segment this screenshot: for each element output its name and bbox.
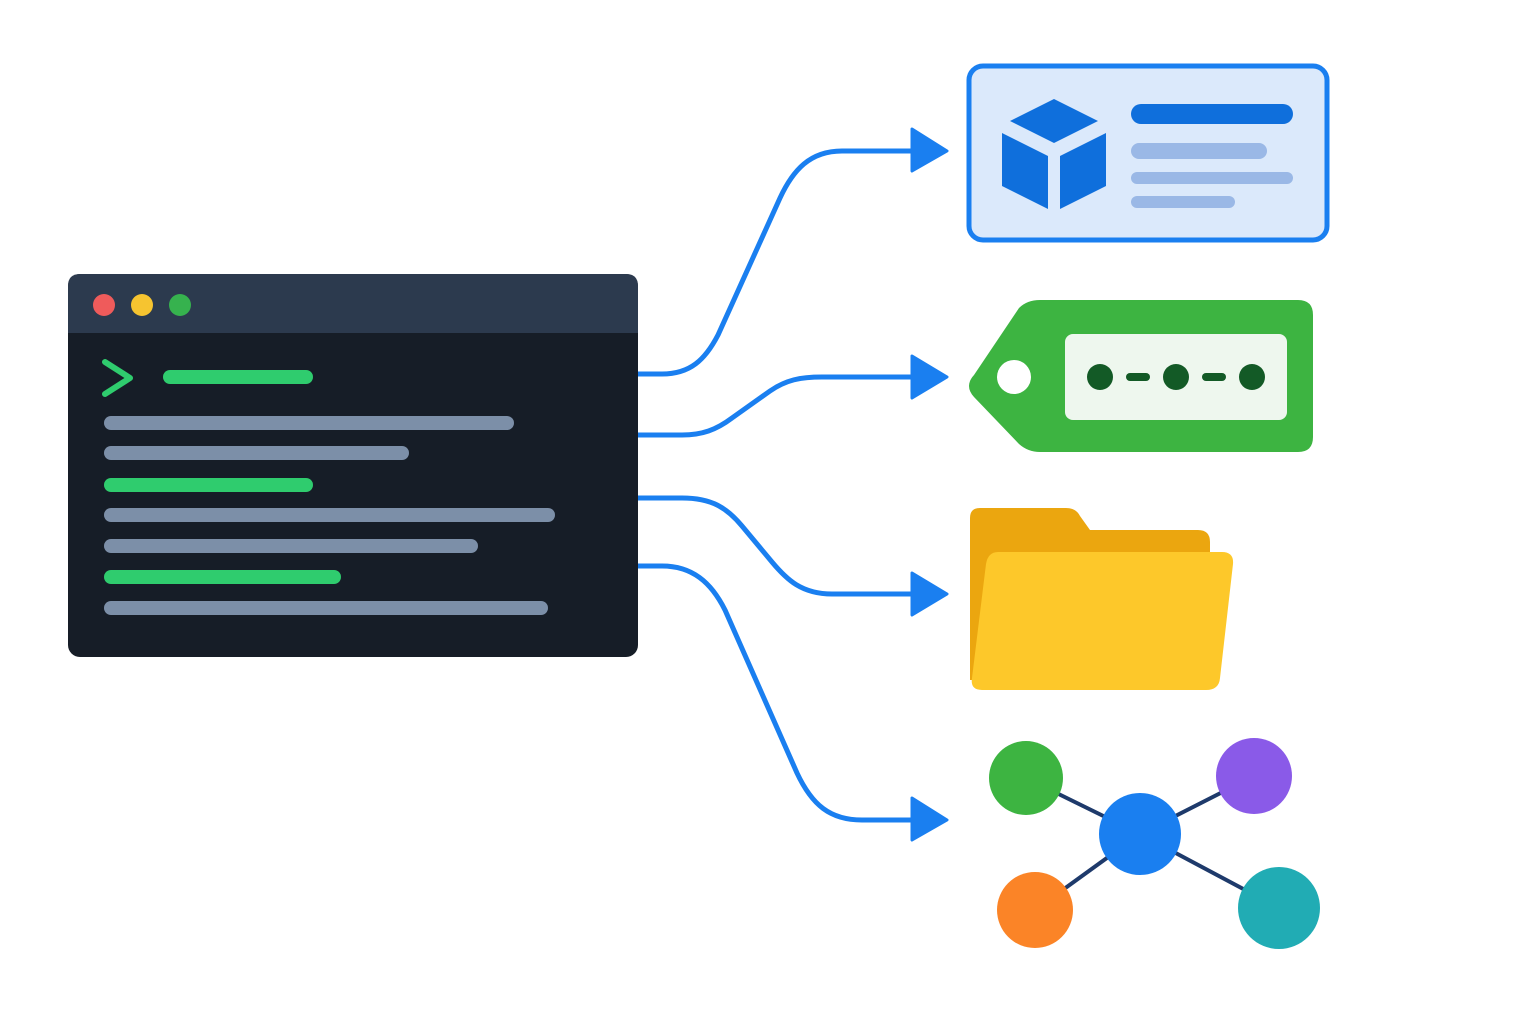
maximize-dot[interactable] bbox=[169, 294, 191, 316]
arrowhead-to-network-graph bbox=[910, 796, 949, 842]
dot-dash-dot-dash-dot bbox=[1087, 364, 1265, 390]
terminal-window bbox=[68, 274, 638, 657]
package-line-dark bbox=[1131, 104, 1293, 124]
code-line-gray bbox=[104, 446, 409, 460]
code-line-green bbox=[104, 478, 313, 492]
version-tag bbox=[969, 300, 1313, 452]
arrowhead-to-version-tag bbox=[910, 354, 949, 400]
tag-hole bbox=[997, 360, 1031, 394]
folder-icon bbox=[970, 508, 1234, 690]
node-purple bbox=[1216, 738, 1292, 814]
code-line-gray bbox=[104, 539, 478, 553]
node-green bbox=[989, 741, 1063, 815]
code-line-gray bbox=[104, 508, 555, 522]
network-graph bbox=[989, 738, 1320, 949]
package-content-lines bbox=[1131, 104, 1293, 208]
code-line-green bbox=[163, 370, 313, 384]
connectors bbox=[635, 127, 949, 842]
package-line-light bbox=[1131, 196, 1235, 208]
package-line-light bbox=[1131, 172, 1293, 184]
connector-to-version-tag bbox=[635, 374, 915, 438]
terminal-titlebar bbox=[68, 274, 638, 333]
code-lines bbox=[104, 370, 555, 615]
connector-to-folder bbox=[635, 495, 915, 597]
minimize-dot[interactable] bbox=[131, 294, 153, 316]
cube-icon bbox=[1002, 99, 1106, 209]
package-card bbox=[966, 63, 1330, 243]
node-teal bbox=[1238, 867, 1320, 949]
arrowhead-to-package-card bbox=[910, 127, 949, 173]
folder-front bbox=[971, 552, 1234, 690]
code-line-gray bbox=[104, 601, 548, 615]
close-dot[interactable] bbox=[93, 294, 115, 316]
node-center bbox=[1099, 793, 1181, 875]
arrowhead-to-folder bbox=[910, 571, 949, 617]
terminal-body bbox=[68, 274, 638, 657]
code-line-green bbox=[104, 570, 341, 584]
connector-to-package-card bbox=[635, 148, 915, 377]
package-line-light bbox=[1131, 143, 1267, 159]
chevron-right-prompt-icon bbox=[102, 359, 133, 397]
node-orange bbox=[997, 872, 1073, 948]
connector-to-network-graph bbox=[635, 563, 915, 823]
code-line-gray bbox=[104, 416, 514, 430]
